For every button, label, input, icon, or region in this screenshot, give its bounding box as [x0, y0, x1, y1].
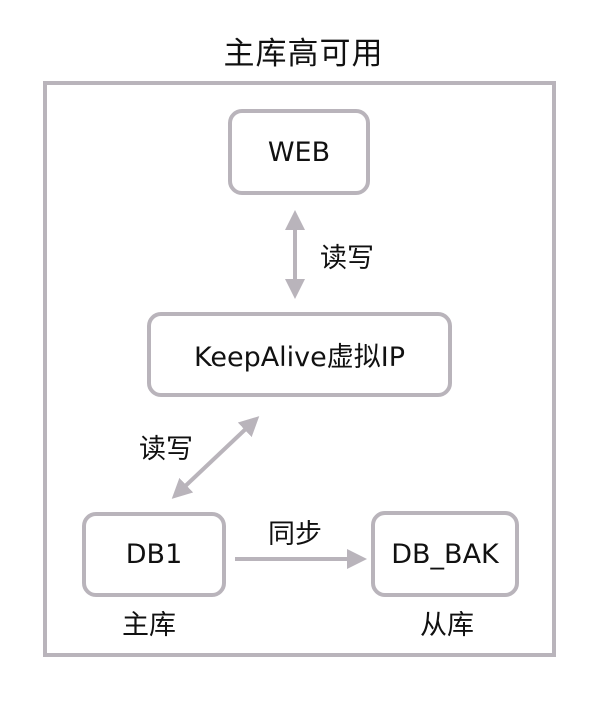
keepalive-db1-label: 读写 [139, 434, 193, 465]
web-keepalive-label: 读写 [320, 243, 374, 274]
db-bak-caption: 从库 [420, 610, 474, 641]
keepalive-vip-node: KeepAlive虚拟IP [147, 312, 452, 397]
outer-frame [43, 81, 556, 657]
db1-caption: 主库 [122, 610, 176, 641]
diagram-title: 主库高可用 [223, 36, 384, 72]
db1-node: DB1 [82, 512, 226, 597]
keepalive-db1-double-arrow [171, 416, 260, 499]
db1-dbbak-sync-label: 同步 [268, 519, 322, 550]
web-node: WEB [228, 109, 370, 195]
db-bak-node: DB_BAK [371, 511, 519, 597]
